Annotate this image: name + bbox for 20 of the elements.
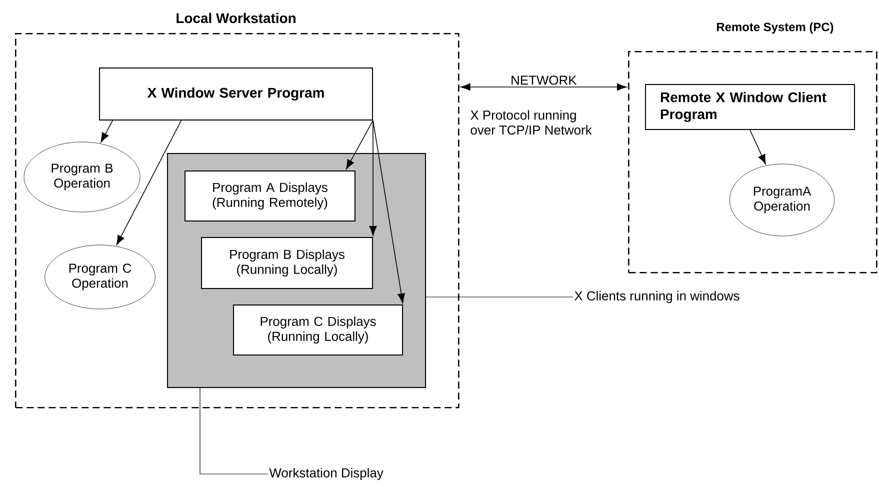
edge-label: NETWORK: [512, 76, 577, 85]
arrow: [750, 130, 766, 164]
leader-line: [426, 296, 574, 298]
program-box: X Window Server Program: [99, 68, 373, 120]
arrow: [346, 120, 374, 170]
arrow: [369, 120, 377, 236]
arrow: [372, 120, 405, 304]
window-box: Program C Displays (Running Locally): [233, 304, 403, 356]
arrow: [116, 120, 182, 246]
callout-text: Workstation Display: [269, 468, 384, 480]
program-box: Remote X Window Client Program: [645, 84, 855, 130]
leader-line: [200, 388, 268, 474]
window-box: Program B Displays (Running Locally): [201, 237, 373, 289]
arrow: [460, 83, 627, 91]
arrow: [100, 120, 114, 142]
frame-title: Local Workstation: [176, 12, 296, 24]
callout-text: X Clients running in windows: [574, 290, 740, 304]
window-box: Program A Displays (Running Remotely): [184, 170, 356, 222]
note-text: X Protocol running over TCP/IP Network: [470, 110, 592, 135]
frame-title: Remote System (PC): [717, 22, 834, 34]
